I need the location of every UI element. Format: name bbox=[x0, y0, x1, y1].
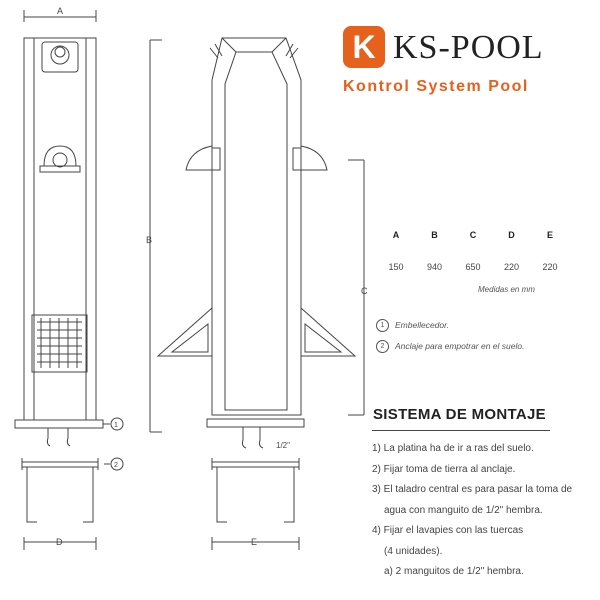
units-note: Medidas en mm bbox=[478, 285, 535, 294]
montaje-step: agua con manguito de 1/2" hembra. bbox=[384, 504, 543, 516]
dim-header: A bbox=[392, 230, 400, 240]
legend-number: 2 bbox=[376, 339, 389, 353]
dimensions-table: A B C D E 150 940 650 220 220 bbox=[378, 230, 568, 272]
dim-header: C bbox=[469, 230, 477, 240]
hose-size-label: 1/2" bbox=[276, 441, 290, 450]
title-divider bbox=[372, 430, 550, 431]
dim-d-label: D bbox=[56, 537, 63, 547]
brand-tagline: Kontrol System Pool bbox=[343, 78, 529, 95]
montaje-steps: 1) La platina ha de ir a ras del suelo. … bbox=[372, 439, 600, 583]
montaje-step: 3) El taladro central es para pasar la t… bbox=[372, 484, 573, 495]
callout-2-label: 2 bbox=[114, 462, 118, 469]
dim-c-label: C bbox=[361, 286, 368, 296]
dimensions-header-row: A B C D E bbox=[378, 230, 568, 240]
brand-logo: K KS-POOL Kontrol System Pool bbox=[343, 26, 593, 98]
dim-value: 940 bbox=[426, 262, 443, 272]
legend-text: Embellecedor. bbox=[395, 320, 450, 330]
dim-value: 150 bbox=[388, 262, 404, 272]
legend-item: 2 Anclaje para empotrar en el suelo. bbox=[376, 337, 524, 355]
montaje-title: SISTEMA DE MONTAJE bbox=[373, 406, 546, 423]
callout-1-label: 1 bbox=[114, 422, 118, 429]
front-view bbox=[14, 10, 162, 550]
drain-grid bbox=[37, 318, 82, 368]
legend-number: 1 bbox=[376, 318, 389, 332]
brand-name: KS-POOL bbox=[393, 29, 544, 66]
logo-mark: K bbox=[343, 26, 385, 68]
montaje-step: 1) La platina ha de ir a ras del suelo. bbox=[372, 443, 534, 454]
legend-item: 1 Embellecedor. bbox=[376, 316, 524, 334]
montaje-step: a) 2 manguitos de 1/2" hembra. bbox=[384, 566, 524, 577]
montaje-step: (4 unidades). bbox=[384, 545, 443, 557]
dim-value: 220 bbox=[503, 262, 520, 272]
montaje-step: 2) Fijar toma de tierra al anclaje. bbox=[372, 463, 516, 475]
montaje-step: 4) Fijar el lavapies con las tuercas bbox=[372, 525, 524, 536]
dim-header: E bbox=[546, 230, 553, 240]
dimensions-values-row: 150 940 650 220 220 bbox=[378, 262, 568, 272]
dim-value: 650 bbox=[465, 262, 481, 272]
dim-header: D bbox=[508, 230, 515, 240]
dim-e-label: E bbox=[251, 537, 257, 547]
dim-b-label: B bbox=[146, 235, 152, 245]
dim-value: 220 bbox=[542, 262, 558, 272]
legend-text: Anclaje para empotrar en el suelo. bbox=[395, 341, 525, 351]
dim-a-label: A bbox=[57, 6, 63, 16]
logo-letter: K bbox=[352, 29, 376, 65]
legend: 1 Embellecedor. 2 Anclaje para empotrar … bbox=[376, 316, 524, 358]
side-view bbox=[156, 37, 365, 550]
dim-header: B bbox=[431, 230, 438, 240]
